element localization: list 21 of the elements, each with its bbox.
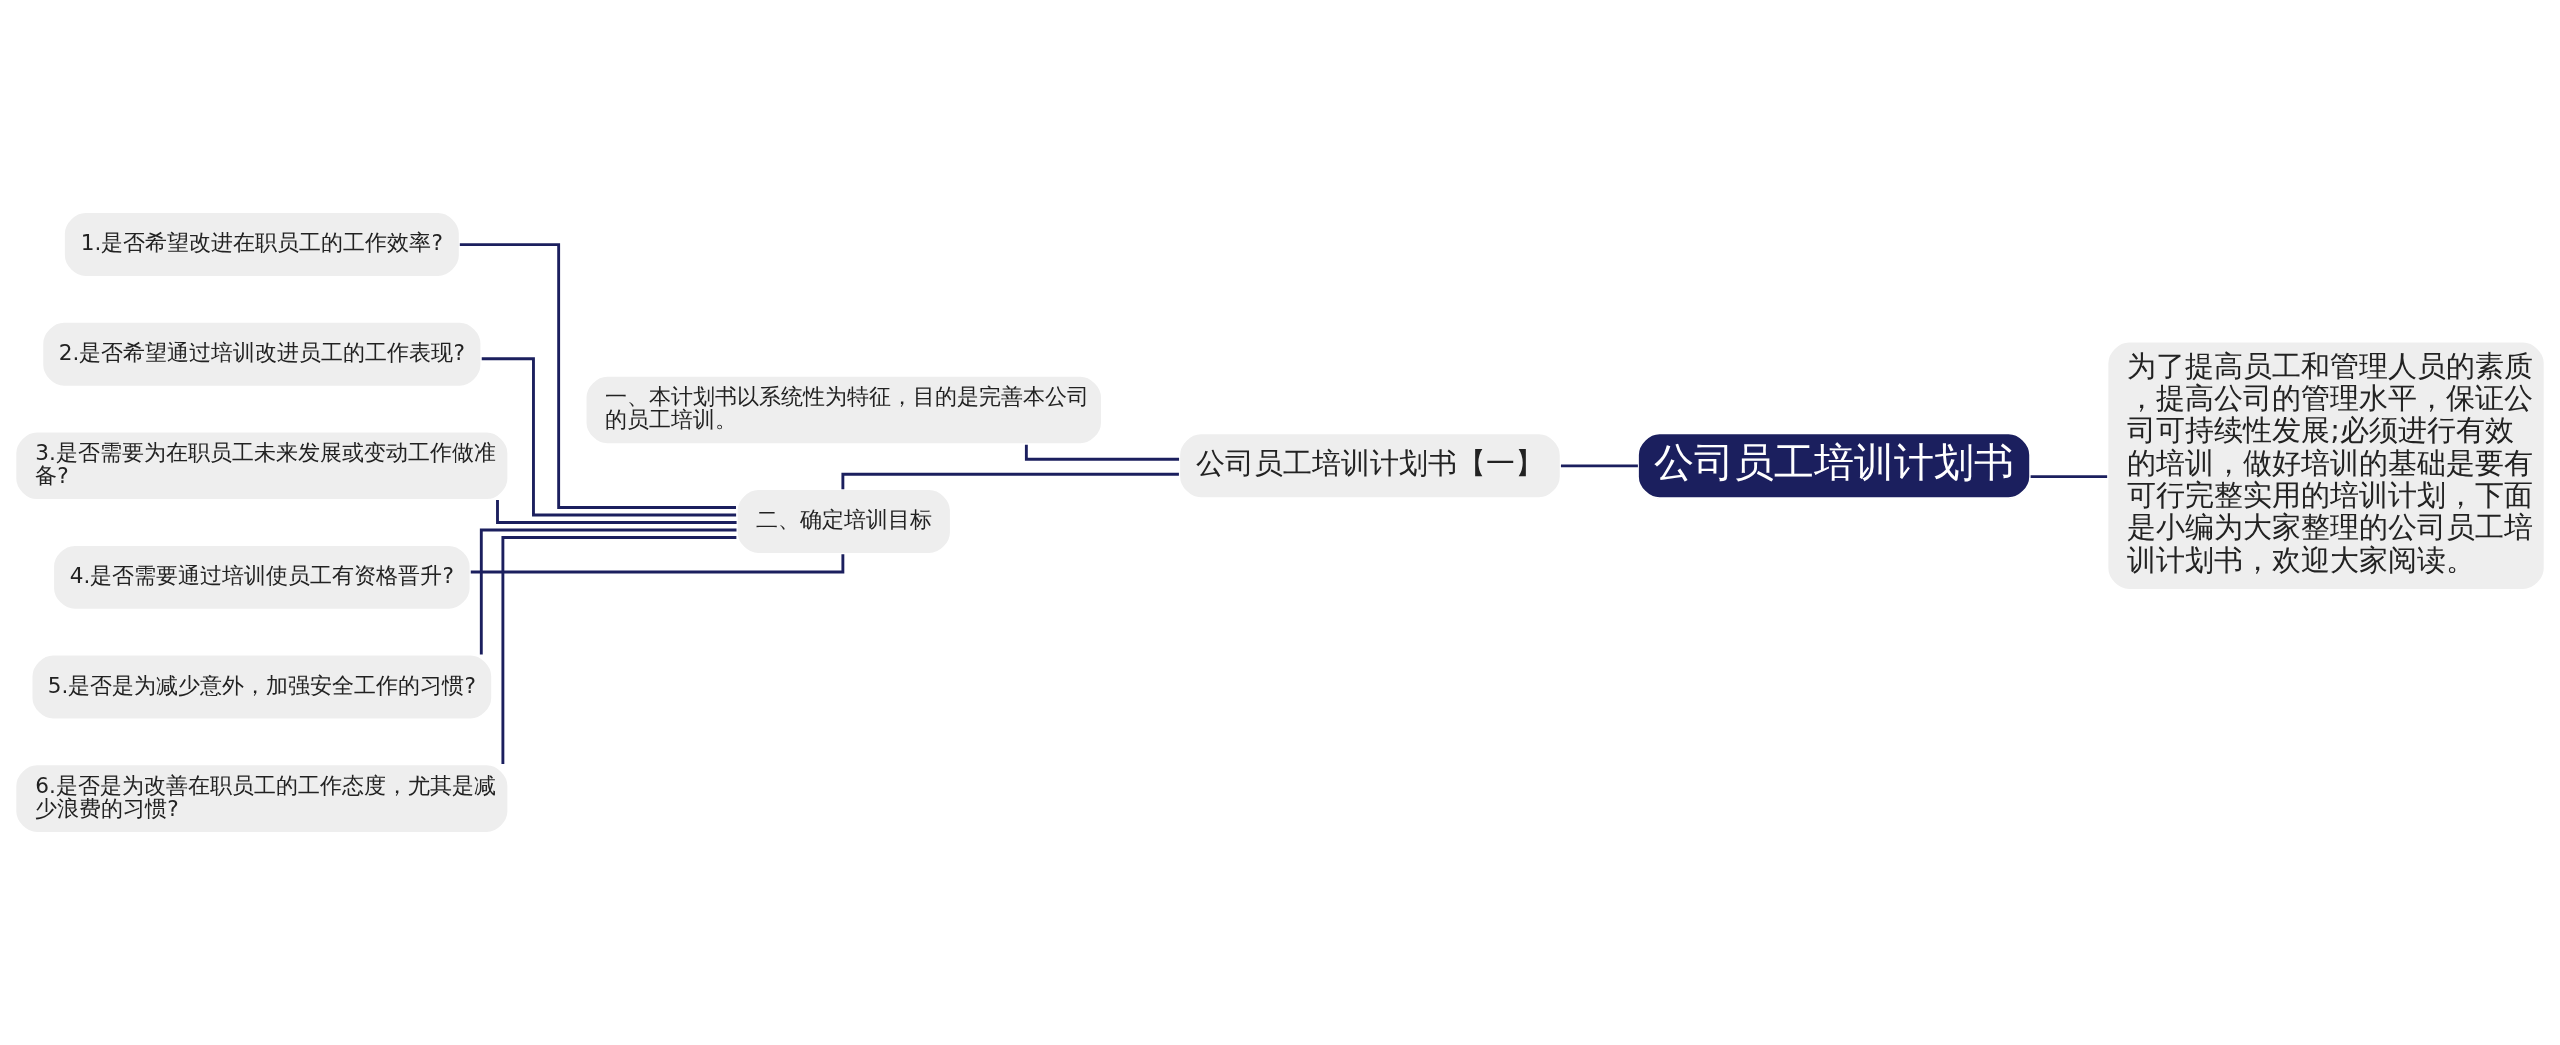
connector [1560, 464, 1638, 468]
connector [841, 472, 1179, 490]
connector [481, 357, 737, 517]
connector [470, 554, 845, 574]
node-box: 2.是否希望通过培训改进员工的工作表现? [41, 321, 483, 388]
node-box: 公司员工培训计划书 [1637, 432, 2032, 500]
node-box: 一、本计划书以系统性为特征，目的是完善本公司的员工培训。 [584, 375, 1103, 446]
node-box: 公司员工培训计划书【一】 [1178, 432, 1562, 500]
node-box: 5.是否是为减少意外，加强安全工作的习惯? [30, 653, 493, 721]
node-box: 6.是否是为改善在职员工的工作态度，尤其是减少浪费的习惯? [14, 763, 510, 834]
node-box: 4.是否需要通过培训使员工有资格晋升? [52, 544, 472, 611]
node-box: 1.是否希望改进在职员工的工作效率? [63, 211, 461, 278]
connector [459, 243, 736, 509]
connector [1024, 444, 1180, 461]
connector [501, 536, 737, 764]
node-box: 3.是否需要为在职员工未来发展或变动工作做准备? [14, 430, 510, 501]
connector [479, 528, 737, 655]
connector [496, 500, 737, 524]
node-box: 为了提高员工和管理人员的素质，提高公司的管理水平，保证公司可持续性发展;必须进行有效的培训，做好培训的基础是要有可行完整实用的培训计划，下面是小编为大家整理的公司员工培训计划书，欢迎大家阅读。 [2106, 340, 2546, 591]
node-box: 二、确定培训目标 [735, 488, 952, 555]
connector [2030, 475, 2108, 479]
